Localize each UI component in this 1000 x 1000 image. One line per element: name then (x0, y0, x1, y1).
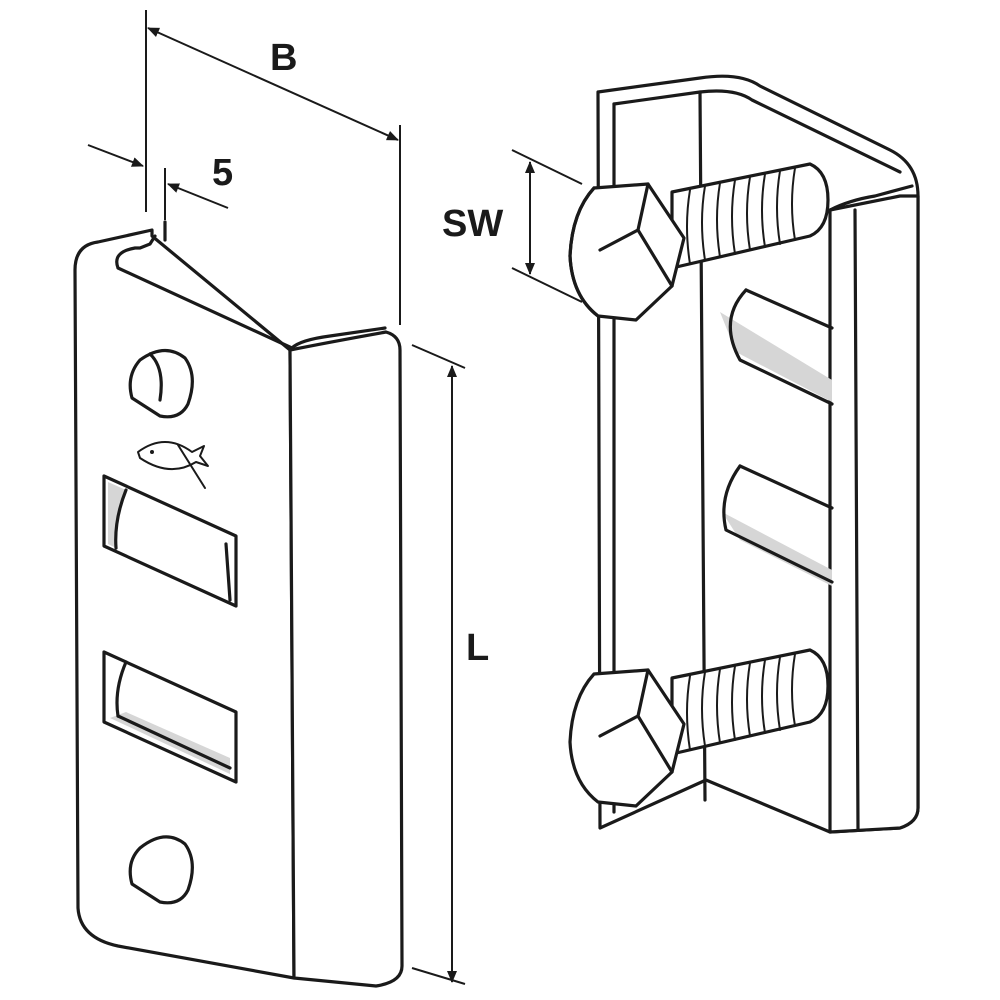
dimension-length (411, 344, 466, 985)
hole-bottom (128, 835, 194, 905)
bolt-thread-upper (670, 162, 830, 270)
dimension-wrench-size (511, 149, 583, 303)
channel-slot-upper (720, 288, 834, 406)
bolt-head-lower (568, 668, 686, 808)
dimension-label-b: B (270, 37, 297, 79)
dimension-label-sw: SW (442, 203, 503, 245)
slot-upper (102, 474, 238, 608)
bolt-upper (568, 162, 830, 322)
fish-icon (137, 441, 209, 489)
clamp-side-face (288, 330, 404, 988)
clamp-plate-left (73, 220, 404, 988)
slot-lower (102, 650, 238, 784)
channel-front-flange (828, 194, 920, 834)
bolt-lower (568, 648, 830, 808)
dimension-width (145, 10, 401, 325)
hole-top (128, 348, 194, 419)
channel-slot-lower (722, 464, 834, 586)
dimension-label-5: 5 (212, 152, 233, 194)
dimension-label-l: L (466, 627, 489, 669)
bolt-thread-lower (670, 648, 830, 756)
dimension-thickness (87, 144, 229, 220)
clamp-top-rim (115, 234, 294, 350)
